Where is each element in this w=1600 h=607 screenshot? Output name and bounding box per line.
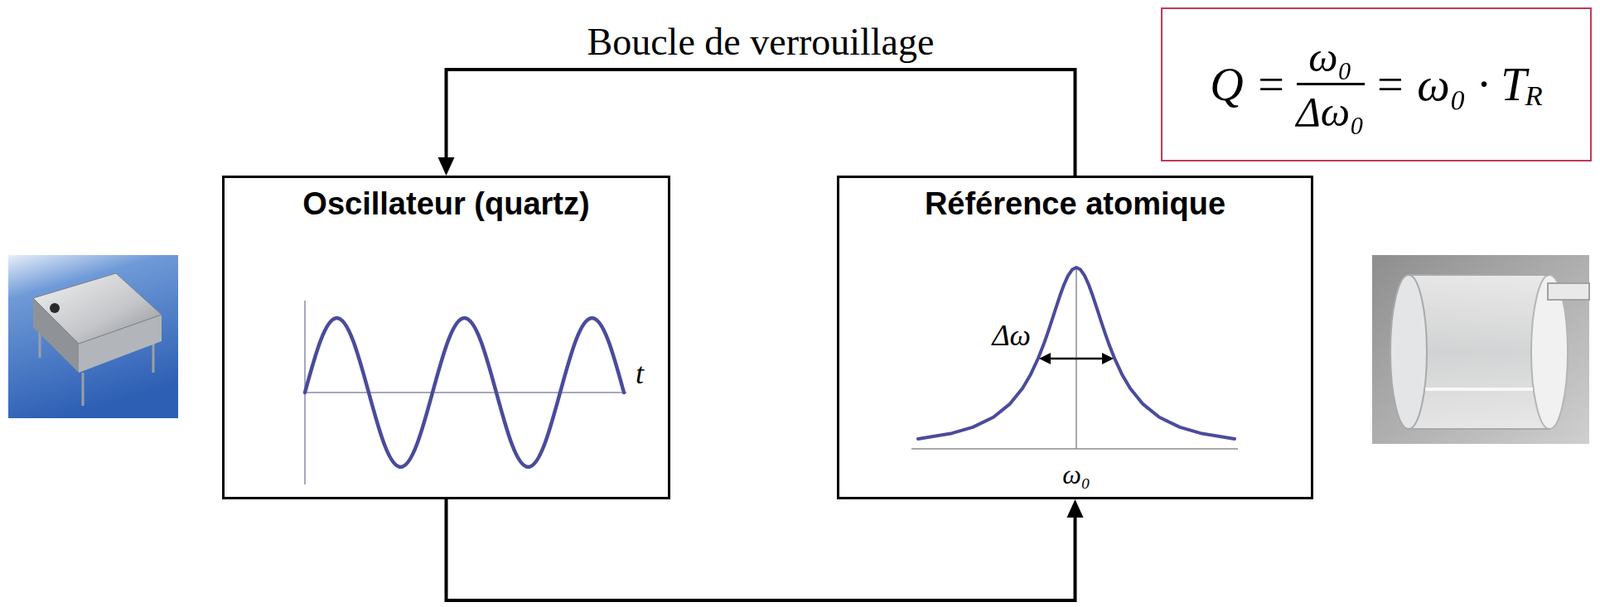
numerator: ω₀ [1308,35,1353,80]
formula-box: Q = ω₀ Δω₀= ω₀ · TR [1160,7,1592,162]
atomic-reference-box: Référence atomique [836,175,1314,500]
glass-cell-photo [1372,255,1590,445]
node-title: Oscillateur (quartz) [224,184,668,223]
subscript: R [1525,81,1543,112]
connector-line [446,69,1076,176]
loop-connector [438,69,1076,176]
arrow-head [1067,499,1084,518]
formula-text: = ω₀ · T [1374,60,1528,110]
fraction-bar [1296,82,1365,86]
fraction: ω₀ Δω₀ [1296,35,1365,134]
arrow-head [438,157,455,176]
sine-plot [304,300,627,485]
linewidth-label: Δω [991,319,1031,353]
oscillator-box: Oscillateur (quartz) [222,175,671,500]
quartz-photo [8,255,179,419]
loop-connector [446,499,1084,601]
formula-row: Q = ω₀ Δω₀= ω₀ · TR [1209,35,1542,134]
resonance-plot [911,267,1238,450]
node-title: Référence atomique [839,184,1311,223]
formula-text: Q = [1209,60,1286,110]
axis-label: t [635,357,644,392]
connector-line [446,499,1076,601]
loop-label: Boucle de verrouillage [587,20,935,65]
axis-label: ω₀ [1062,460,1091,490]
denominator: Δω₀ [1296,90,1365,135]
